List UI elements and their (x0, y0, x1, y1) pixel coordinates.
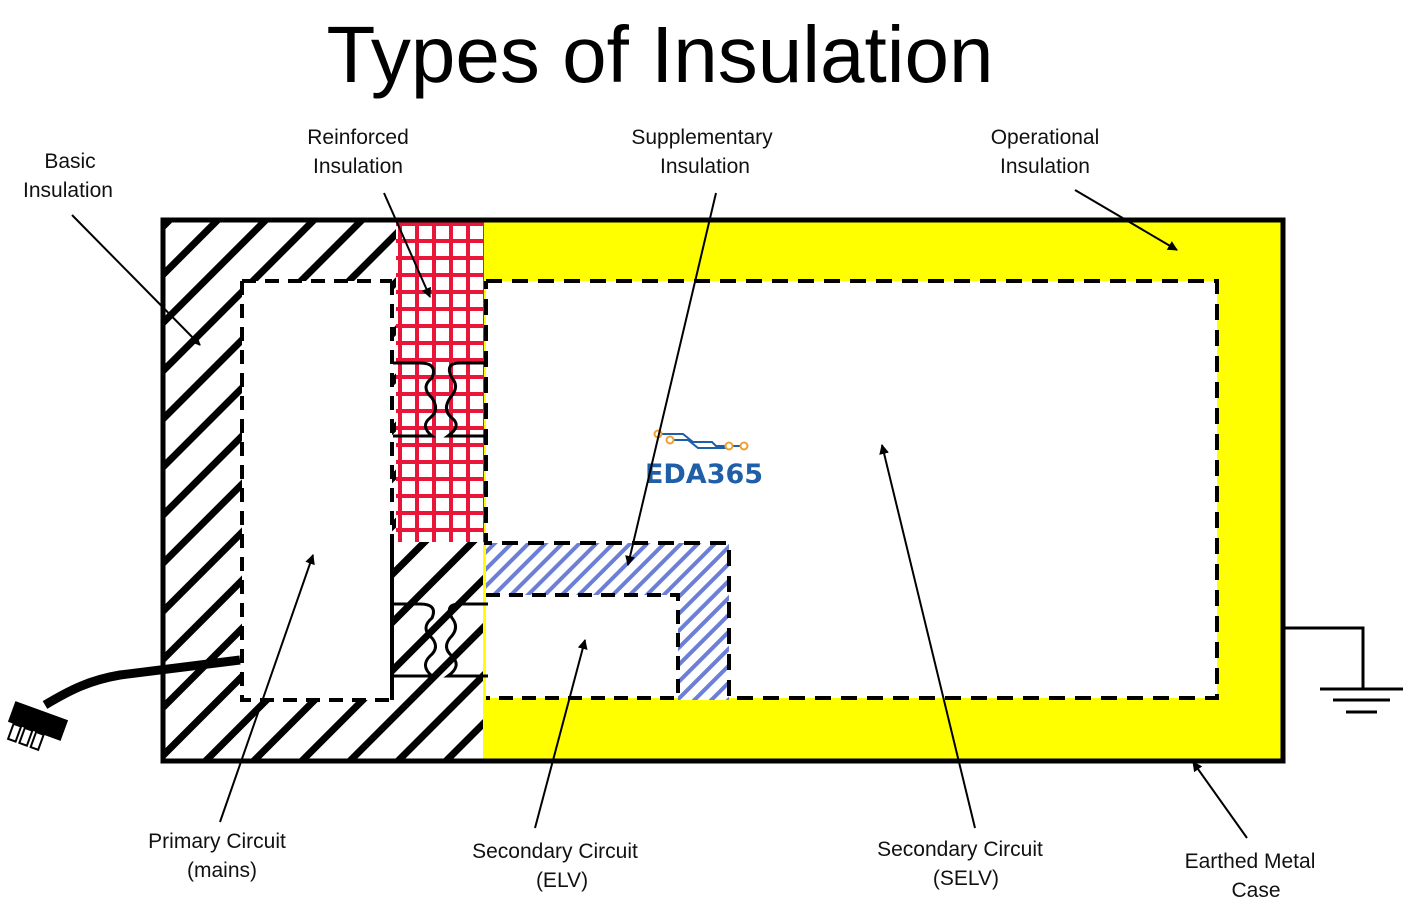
arrow-primary (219, 554, 315, 823)
transformer-icon (393, 602, 488, 678)
svg-text:Insulation: Insulation (313, 155, 403, 178)
svg-text:Insulation: Insulation (23, 179, 113, 202)
svg-text:Insulation: Insulation (660, 155, 750, 178)
page-title: Types of Insulation (326, 10, 993, 99)
arrow-reinforced (383, 192, 431, 298)
label-secondary-selv: Secondary Circuit (SELV) (877, 838, 1043, 890)
label-basic-insulation: Basic Insulation (23, 150, 113, 202)
svg-text:Secondary Circuit: Secondary Circuit (472, 840, 638, 863)
svg-text:(mains): (mains) (187, 859, 257, 882)
earthed-metal-case (160, 217, 1286, 764)
svg-text:Operational: Operational (991, 126, 1100, 149)
svg-text:Reinforced: Reinforced (307, 126, 409, 149)
arrow-elv (534, 639, 588, 829)
label-primary-circuit: Primary Circuit (mains) (148, 830, 286, 882)
svg-text:Primary Circuit: Primary Circuit (148, 830, 286, 853)
svg-text:(SELV): (SELV) (933, 867, 999, 890)
label-reinforced-insulation: Reinforced Insulation (307, 126, 409, 178)
svg-text:Secondary Circuit: Secondary Circuit (877, 838, 1043, 861)
primary-circuit-area (242, 281, 392, 700)
arrow-case (1192, 761, 1248, 839)
watermark-text: EDA365 (645, 459, 763, 490)
eda365-logo: EDA365 (645, 429, 763, 490)
selv-circuit-area (486, 281, 1217, 698)
arrow-selv (879, 444, 976, 829)
label-earthed-metal-case: Earthed Metal Case (1185, 850, 1316, 902)
arrow-basic (71, 214, 201, 346)
mains-plug-icon (6, 655, 241, 752)
ground-symbol-icon (1284, 626, 1403, 714)
transformer-icon (393, 361, 488, 438)
arrow-operational (1074, 189, 1178, 251)
svg-text:Earthed Metal: Earthed Metal (1185, 850, 1316, 873)
label-secondary-elv: Secondary Circuit (ELV) (472, 840, 638, 892)
arrow-supplementary (625, 192, 717, 566)
svg-text:Case: Case (1231, 879, 1280, 902)
label-supplementary-insulation: Supplementary Insulation (631, 126, 773, 178)
svg-text:Basic: Basic (44, 150, 95, 173)
reinforced-insulation-region (396, 222, 484, 542)
elv-circuit-area (486, 595, 678, 698)
supplementary-insulation-region (486, 543, 729, 700)
callout-arrows (71, 189, 1248, 839)
label-operational-insulation: Operational Insulation (991, 126, 1100, 178)
svg-text:Supplementary: Supplementary (631, 126, 773, 149)
svg-text:Insulation: Insulation (1000, 155, 1090, 178)
svg-text:(ELV): (ELV) (536, 869, 588, 892)
